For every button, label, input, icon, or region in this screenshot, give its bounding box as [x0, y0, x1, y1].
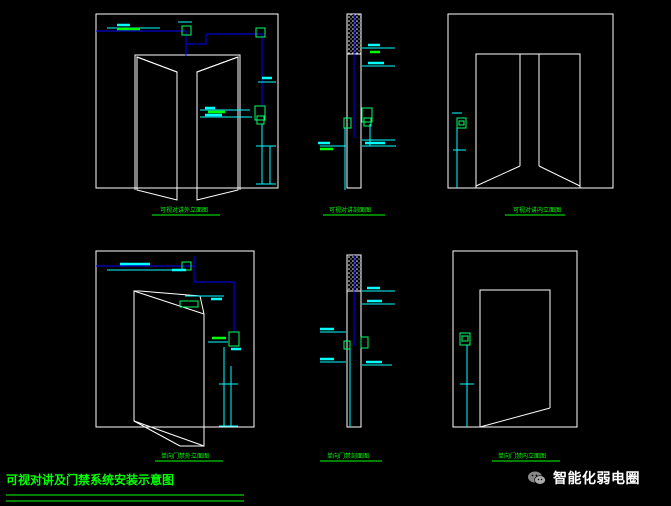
view-intercom-interior [447, 13, 614, 189]
view-intercom-section [318, 13, 396, 190]
conduit [96, 265, 235, 332]
wall-frame [452, 250, 578, 428]
wall-frame [95, 250, 255, 428]
junction-box [181, 261, 192, 271]
view-access-section [320, 254, 395, 428]
lock-device [181, 25, 192, 36]
caption-intercom-exterior: 可视对讲外立面图 [160, 206, 208, 214]
door-station [361, 107, 373, 123]
watermark: 智能化弱电圈 [527, 466, 640, 490]
door-leaf-right [196, 56, 239, 201]
door-frame [475, 53, 581, 188]
exit-button [456, 117, 467, 129]
door-leaf-left [136, 56, 178, 201]
wechat-icon [528, 471, 546, 485]
caption-access-interior: 单向门禁内立面图 [498, 452, 546, 460]
caption-intercom-interior: 可视对讲内立面图 [513, 206, 561, 214]
watermark-text: 智能化弱电圈 [553, 471, 640, 487]
view-access-exterior [95, 250, 255, 447]
exit-button [459, 332, 471, 346]
drawing-title: 可视对讲及门禁系统安装示意图 [6, 472, 174, 487]
door-frame [134, 54, 241, 190]
caption-intercom-section: 可视对讲剖面图 [329, 206, 371, 214]
wall-frame [95, 13, 279, 189]
conduit [96, 30, 263, 106]
door-station [254, 105, 266, 121]
junction-box [255, 27, 266, 38]
wall-frame [447, 13, 614, 189]
caption-access-exterior: 单向门禁外立面图 [161, 452, 209, 460]
view-intercom-exterior [95, 13, 279, 201]
door-frame [479, 289, 551, 427]
captions: 可视对讲外立面图 可视对讲剖面图 可视对讲内立面图 单向门禁外立面图 单向门禁剖… [160, 206, 561, 460]
button-device [343, 117, 352, 129]
reader-device [360, 336, 369, 349]
button-device [343, 340, 351, 350]
view-access-interior [452, 250, 578, 428]
card-reader [228, 331, 240, 347]
magnetic-lock [179, 300, 199, 308]
door-leaf [133, 290, 205, 447]
caption-access-section: 单向门禁剖面图 [327, 452, 369, 460]
